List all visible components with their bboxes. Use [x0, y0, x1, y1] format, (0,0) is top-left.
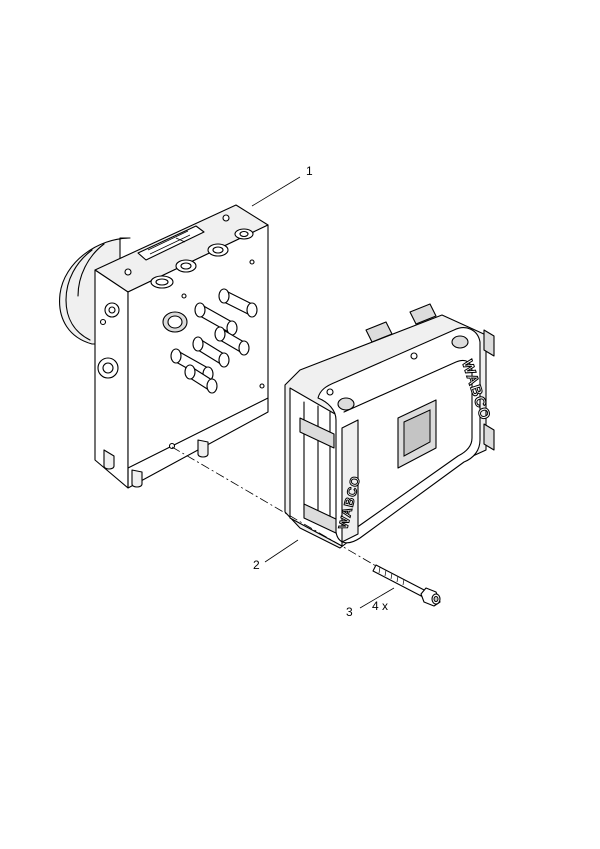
ecu-connector-upper [299, 417, 335, 449]
leader-line-3 [359, 587, 395, 609]
callout-3: 3 [346, 605, 353, 619]
callout-2: 2 [253, 558, 260, 572]
leader-line-2 [264, 539, 299, 563]
top-port-3 [207, 243, 229, 257]
electronic-control-unit: WABCO WABCO [284, 303, 495, 549]
quantity-label-3: 4 x [372, 599, 388, 613]
leader-line-1 [251, 176, 301, 207]
solenoid-valve-stems [170, 288, 258, 394]
hydraulic-modulator-unit [59, 204, 269, 489]
mounting-bolt [372, 564, 441, 607]
top-port-1 [150, 275, 174, 289]
top-port-4 [234, 228, 254, 240]
side-hole-large [97, 357, 119, 379]
callout-1: 1 [306, 164, 313, 178]
side-hole-upper [104, 302, 120, 318]
ecu-lid-side-panel [341, 419, 359, 543]
assembly-centerline [171, 446, 377, 567]
bolt-shank [372, 564, 429, 599]
top-port-2 [175, 259, 197, 273]
